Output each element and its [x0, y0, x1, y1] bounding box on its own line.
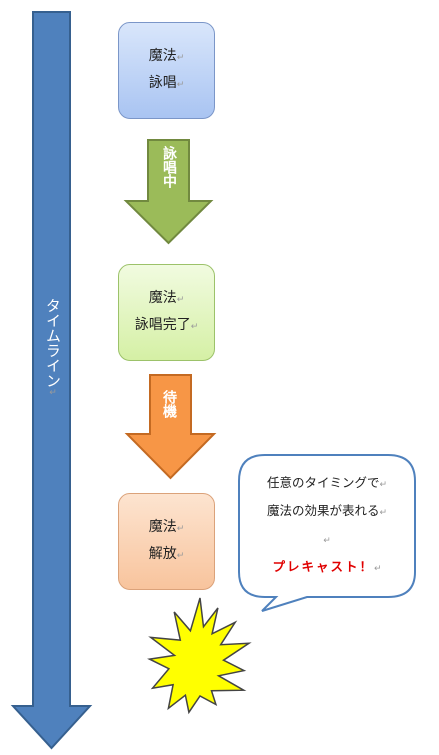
- paragraph-mark: ↵: [379, 508, 388, 518]
- timeline-label-text: タイムライン: [44, 298, 62, 388]
- step-box-line: 魔法↵: [149, 286, 185, 313]
- speech-bubble-text: 任意のタイミングで↵ 魔法の効果が表れる↵ ↵ プレキャスト！↵: [246, 470, 408, 582]
- step-text: 魔法: [148, 47, 177, 64]
- callout-line: プレキャスト！↵: [246, 554, 408, 582]
- callout-line: ↵: [246, 526, 408, 554]
- timeline-arrow: [10, 11, 93, 750]
- callout-line: 魔法の効果が表れる↵: [246, 498, 408, 526]
- paragraph-mark: ↵: [176, 294, 185, 305]
- paragraph-mark: ↵: [176, 52, 185, 63]
- step-box-line: 魔法↵: [149, 515, 185, 542]
- arrow-casting: [123, 139, 214, 245]
- paragraph-mark: ↵: [323, 536, 331, 546]
- paragraph-mark: ↵: [176, 523, 185, 534]
- step-box-line: 詠唱↵: [149, 71, 185, 98]
- speech-bubble: [238, 454, 416, 612]
- callout-text-1: 任意のタイミングで: [266, 475, 380, 490]
- paragraph-mark: ↵: [176, 550, 185, 561]
- step-box-line: 魔法↵: [149, 44, 185, 71]
- step-text: 詠唱完了: [134, 316, 191, 333]
- callout-text-2: 魔法の効果が表れる: [266, 503, 380, 518]
- arrow-casting-label: 詠唱中: [161, 146, 177, 188]
- step-text: 解放: [148, 545, 177, 562]
- release-burst: [147, 597, 252, 715]
- step-box-cast-complete: 魔法↵ 詠唱完了↵: [118, 264, 215, 361]
- step-text: 詠唱: [148, 74, 177, 91]
- step-box-release: 魔法↵ 解放↵: [118, 493, 215, 590]
- step-box-cast: 魔法↵ 詠唱↵: [118, 22, 215, 119]
- precast-highlight: プレキャスト！: [272, 559, 374, 574]
- step-box-line: 詠唱完了↵: [135, 313, 199, 340]
- step-box-line: 解放↵: [149, 542, 185, 569]
- arrow-waiting-label: 待機: [161, 390, 177, 418]
- callout-line: 任意のタイミングで↵: [246, 470, 408, 498]
- step-text: 魔法: [148, 289, 177, 306]
- paragraph-mark: ↵: [190, 321, 199, 332]
- paragraph-mark: ↵: [176, 79, 185, 90]
- timeline-label: タイムライン↵: [36, 298, 64, 398]
- step-text: 魔法: [148, 518, 177, 535]
- paragraph-mark: ↵: [48, 388, 58, 398]
- paragraph-mark: ↵: [373, 564, 382, 574]
- arrow-waiting: [124, 374, 217, 480]
- paragraph-mark: ↵: [379, 480, 388, 490]
